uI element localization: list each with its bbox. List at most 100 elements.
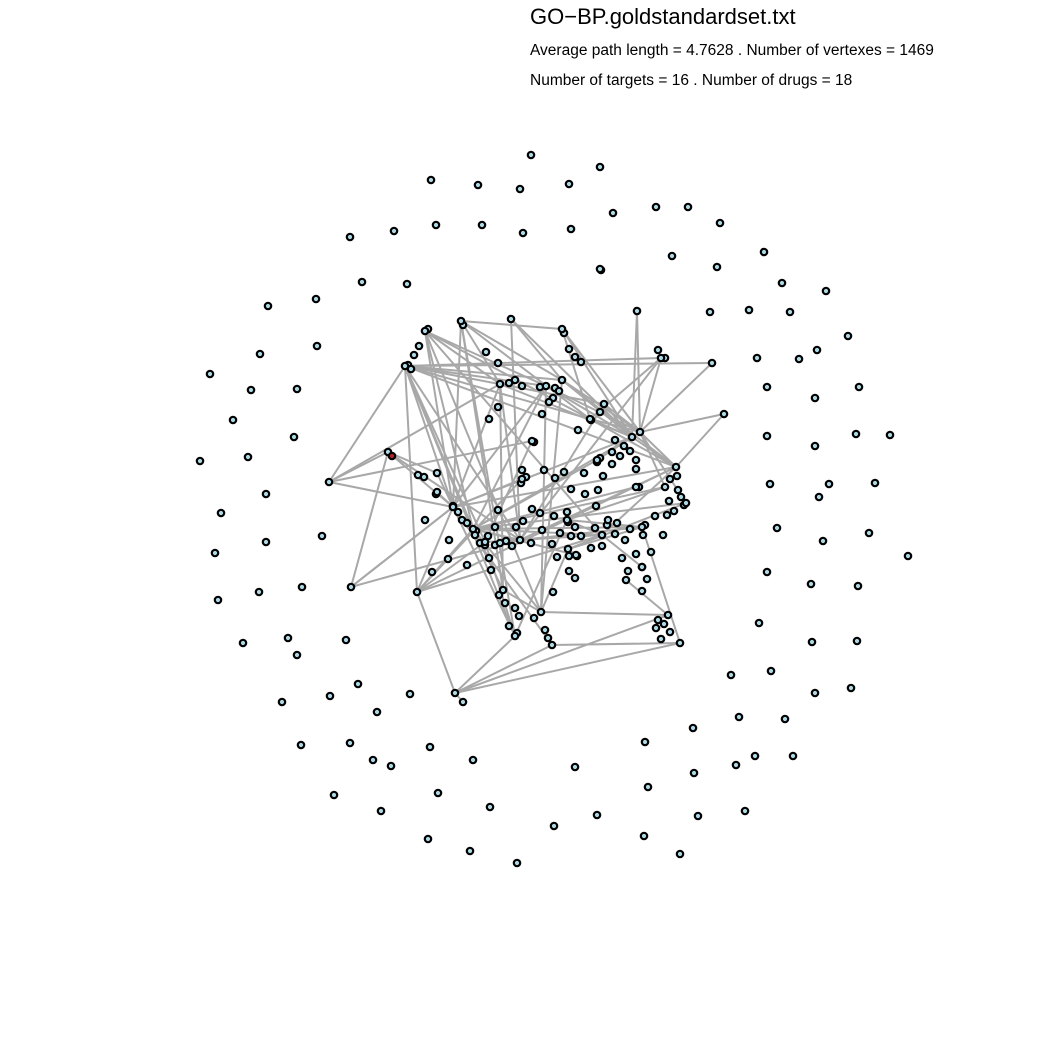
isolated-node [213,595,223,605]
isolated-node [246,385,256,395]
network-edge [589,418,641,433]
connected-node [414,341,424,351]
connected-node [481,347,491,357]
isolated-node [329,790,339,800]
hub-node [621,575,631,585]
network-edge [561,328,641,433]
isolated-node [766,666,776,676]
connected-node [517,465,527,475]
connected-node [559,467,569,477]
isolated-node [592,810,602,820]
hub-node [597,530,607,540]
isolated-node [810,393,820,403]
network-edge [472,486,637,530]
isolated-node [564,179,574,189]
connected-node [570,573,580,583]
isolated-node [643,782,653,792]
network-edge [540,379,563,613]
connected-node [664,496,674,506]
connected-node [462,518,472,528]
isolated-node [341,635,351,645]
connected-node [507,541,517,551]
isolated-node [526,150,536,160]
connected-node [493,358,503,368]
connected-node [653,345,663,355]
isolated-node [689,768,699,778]
network-edge [499,383,521,541]
connected-node [486,565,496,575]
connected-node [562,507,572,517]
hub-node [456,316,466,326]
network-edge [514,519,568,637]
isolated-node [261,489,271,499]
connected-node [576,531,586,541]
hub-node [632,306,642,316]
connected-node [490,522,500,532]
isolated-node [468,755,478,765]
hub-node [443,554,453,564]
plot-title: GO−BP.goldstandardset.txt [530,4,796,29]
isolated-node [263,301,273,311]
network-edge [328,481,454,508]
hub-node [585,414,595,424]
connected-node [413,470,423,480]
connected-node [540,625,550,635]
connected-node [564,344,574,354]
isolated-node [289,432,299,442]
isolated-node [433,788,443,798]
connected-node [504,621,514,631]
connected-node [548,587,558,597]
isolated-node [243,452,253,462]
isolated-node [549,821,559,831]
network-edge [416,506,454,593]
isolated-node [870,478,880,488]
connected-node [544,397,554,407]
hub-node [448,502,458,512]
isolated-node [705,307,715,317]
path-length-summary: Average path length = 4.7628 . Number of… [530,42,934,59]
hub-node [681,498,691,508]
isolated-node [750,751,760,761]
isolated-node [345,232,355,242]
network-edge [540,611,669,616]
target-node [387,451,397,461]
network-edge [424,330,501,385]
hub-node [412,587,422,597]
isolated-node [810,688,820,698]
isolated-node [788,751,798,761]
connected-node [547,539,557,549]
hub-node [635,427,645,437]
network-edge [404,365,418,593]
isolated-node [210,548,220,558]
network-edge [452,466,677,508]
isolated-node [807,637,817,647]
hub-node [527,436,537,446]
connected-node [537,525,547,535]
hub-node [506,314,516,324]
isolated-node [473,180,483,190]
hub-node [450,688,460,698]
hub-node [420,326,430,336]
isolated-node [712,262,722,272]
isolated-node [814,492,824,502]
hub-node [547,640,557,650]
isolated-node [485,802,495,812]
isolated-node [425,742,435,752]
network-edge [454,644,553,694]
network-edge [328,451,389,483]
network-edge [328,383,501,483]
connected-node [591,501,601,511]
isolated-node [312,341,322,351]
connected-node [646,547,656,557]
connected-node [586,543,596,553]
connected-node [597,541,607,551]
network-edge [625,579,669,616]
connected-node [453,507,463,517]
isolated-node [762,431,772,441]
hub-node [563,544,573,554]
connected-node [631,549,641,559]
isolated-node [357,277,367,287]
network-edge [460,320,516,637]
isolated-node [675,849,685,859]
hub-node [599,399,609,409]
